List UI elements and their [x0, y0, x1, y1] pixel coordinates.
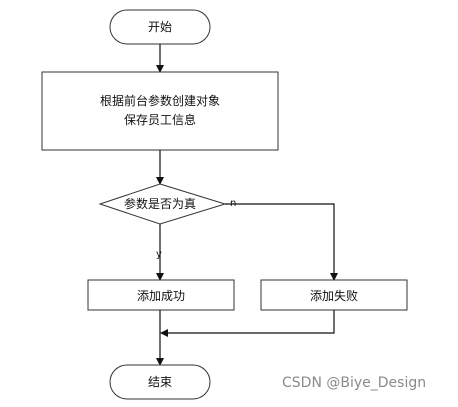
start-node: 开始 — [109, 9, 211, 45]
edge-fail-to-merge — [160, 310, 335, 337]
edge-no-label: n — [230, 198, 236, 209]
decision-label: 参数是否为真 — [124, 196, 196, 211]
success-node: 添加成功 — [87, 279, 235, 311]
process-label-line2: 保存员工信息 — [124, 112, 196, 127]
process-label-line1: 根据前台参数创建对象 — [100, 93, 220, 108]
end-label: 结束 — [148, 375, 172, 389]
decision-node: 参数是否为真 — [98, 183, 227, 225]
process-node: 根据前台参数创建对象 保存员工信息 — [41, 71, 279, 151]
edge-yes-label: y — [156, 249, 162, 260]
watermark-text: CSDN @Biye_Design — [282, 375, 427, 391]
success-label: 添加成功 — [137, 289, 185, 303]
end-node: 结束 — [109, 364, 211, 400]
start-label: 开始 — [148, 20, 172, 34]
fail-label: 添加失败 — [310, 288, 358, 303]
edge-decision-no — [225, 203, 338, 281]
fail-node: 添加失败 — [260, 279, 408, 311]
